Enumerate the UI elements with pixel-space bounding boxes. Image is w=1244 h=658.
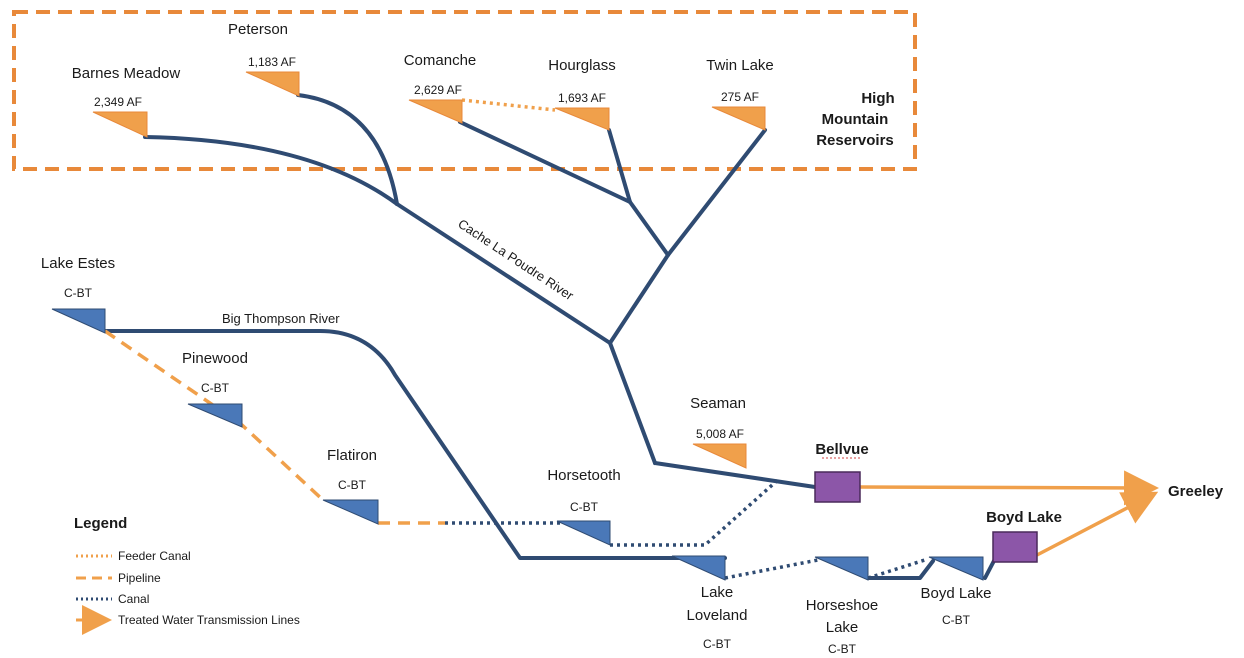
legend-title: Legend: [74, 515, 127, 532]
bellvue-to-greeley: [859, 470, 1159, 506]
peterson-outflow: [296, 93, 399, 206]
poudre-to-bellvue: [653, 461, 817, 489]
pinewood-name: Pinewood: [182, 350, 248, 367]
comanche-outflow: [458, 120, 632, 204]
comanche-hourglass-trunk: [628, 200, 670, 257]
boyd-reservoir-value: C-BT: [942, 613, 971, 627]
lake-loveland-reservoir: [671, 555, 726, 581]
barnes-outflow: [143, 135, 399, 206]
poudre-river-main: [395, 202, 612, 345]
horseshoe-to-boyd: [866, 559, 935, 580]
comanche-reservoir: [408, 99, 463, 124]
orange-reservoirs: [92, 71, 766, 469]
hourglass-reservoir: [554, 107, 610, 131]
boyd-to-greeley: [1036, 491, 1159, 557]
greeley-label: Greeley: [1168, 483, 1224, 500]
canals: [445, 476, 929, 580]
legend-feeder-label: Feeder Canal: [118, 549, 191, 563]
box-label-1: High: [861, 90, 894, 107]
legend-pipeline-label: Pipeline: [118, 571, 161, 585]
upper-trunk: [608, 253, 670, 345]
estes-value: C-BT: [64, 286, 93, 300]
barnes-meadow-reservoir: [92, 111, 148, 138]
twinlake-name: Twin Lake: [706, 57, 774, 74]
treated-water-lines: [859, 470, 1159, 557]
peterson-reservoir: [245, 71, 300, 97]
thompson-river-label: Big Thompson River: [222, 311, 340, 326]
flatiron-name: Flatiron: [327, 447, 377, 464]
canal-horsetooth-bellvue: [610, 476, 782, 547]
legend-treated-label: Treated Water Transmission Lines: [118, 613, 300, 627]
box-label-3: Reservoirs: [816, 132, 894, 149]
horseshoe-value: C-BT: [828, 642, 857, 656]
canal-horseshoe-boyd: [867, 557, 929, 580]
boyd-lake-plant[interactable]: [992, 531, 1038, 563]
twinlake-outflow: [666, 128, 767, 257]
flatiron-value: C-BT: [338, 478, 367, 492]
feeder-comanche-hourglass: [461, 98, 556, 112]
hourglass-value: 1,693 AF: [558, 91, 606, 105]
poudre-lower: [608, 341, 657, 465]
horseshoe-lake-reservoir: [814, 556, 869, 581]
loveland-value: C-BT: [703, 637, 732, 651]
barnes-value: 2,349 AF: [94, 95, 142, 109]
seaman-reservoir: [692, 443, 747, 469]
twinlake-value: 275 AF: [721, 90, 759, 104]
loveland-name-2: Loveland: [687, 607, 748, 624]
pinewood-reservoir: [187, 403, 243, 428]
hourglass-name: Hourglass: [548, 57, 616, 74]
horsetooth-name: Horsetooth: [547, 467, 620, 484]
seaman-value: 5,008 AF: [696, 427, 744, 441]
horsetooth-reservoir: [556, 520, 611, 546]
loveland-name-1: Lake: [701, 584, 734, 601]
boyd-reservoir-name: Boyd Lake: [921, 585, 992, 602]
boyd-lake-reservoir: [928, 556, 984, 581]
comanche-value: 2,629 AF: [414, 83, 462, 97]
peterson-name: Peterson: [228, 21, 288, 38]
pinewood-value: C-BT: [201, 381, 230, 395]
horseshoe-name-2: Lake: [826, 619, 859, 636]
lake-estes-reservoir: [51, 308, 106, 334]
twinlake-reservoir: [711, 106, 766, 131]
hourglass-outflow: [607, 128, 632, 204]
seaman-name: Seaman: [690, 395, 746, 412]
bellvue-label: Bellvue: [815, 441, 868, 458]
high-mountain-box: [12, 10, 917, 171]
big-thompson-river: [103, 329, 727, 560]
barnes-name: Barnes Meadow: [72, 65, 181, 82]
flatiron-reservoir: [322, 499, 379, 525]
horsetooth-value: C-BT: [570, 500, 599, 514]
peterson-value: 1,183 AF: [248, 55, 296, 69]
canal-loveland-horseshoe: [724, 558, 819, 580]
river-network: [103, 93, 999, 580]
pipelines: [104, 329, 445, 525]
legend-canal-label: Canal: [118, 592, 149, 606]
boyd-plant-label: Boyd Lake: [986, 509, 1062, 526]
box-label-2: Mountain: [822, 111, 889, 128]
bellvue-plant[interactable]: [814, 471, 861, 503]
poudre-river-label: Cache La Poudre River: [455, 216, 577, 303]
estes-name: Lake Estes: [41, 255, 115, 272]
blue-reservoirs: [51, 308, 984, 581]
horseshoe-name-1: Horseshoe: [806, 597, 879, 614]
comanche-name: Comanche: [404, 52, 477, 69]
legend: Legend Feeder Canal Pipeline Canal Treat…: [74, 515, 300, 635]
